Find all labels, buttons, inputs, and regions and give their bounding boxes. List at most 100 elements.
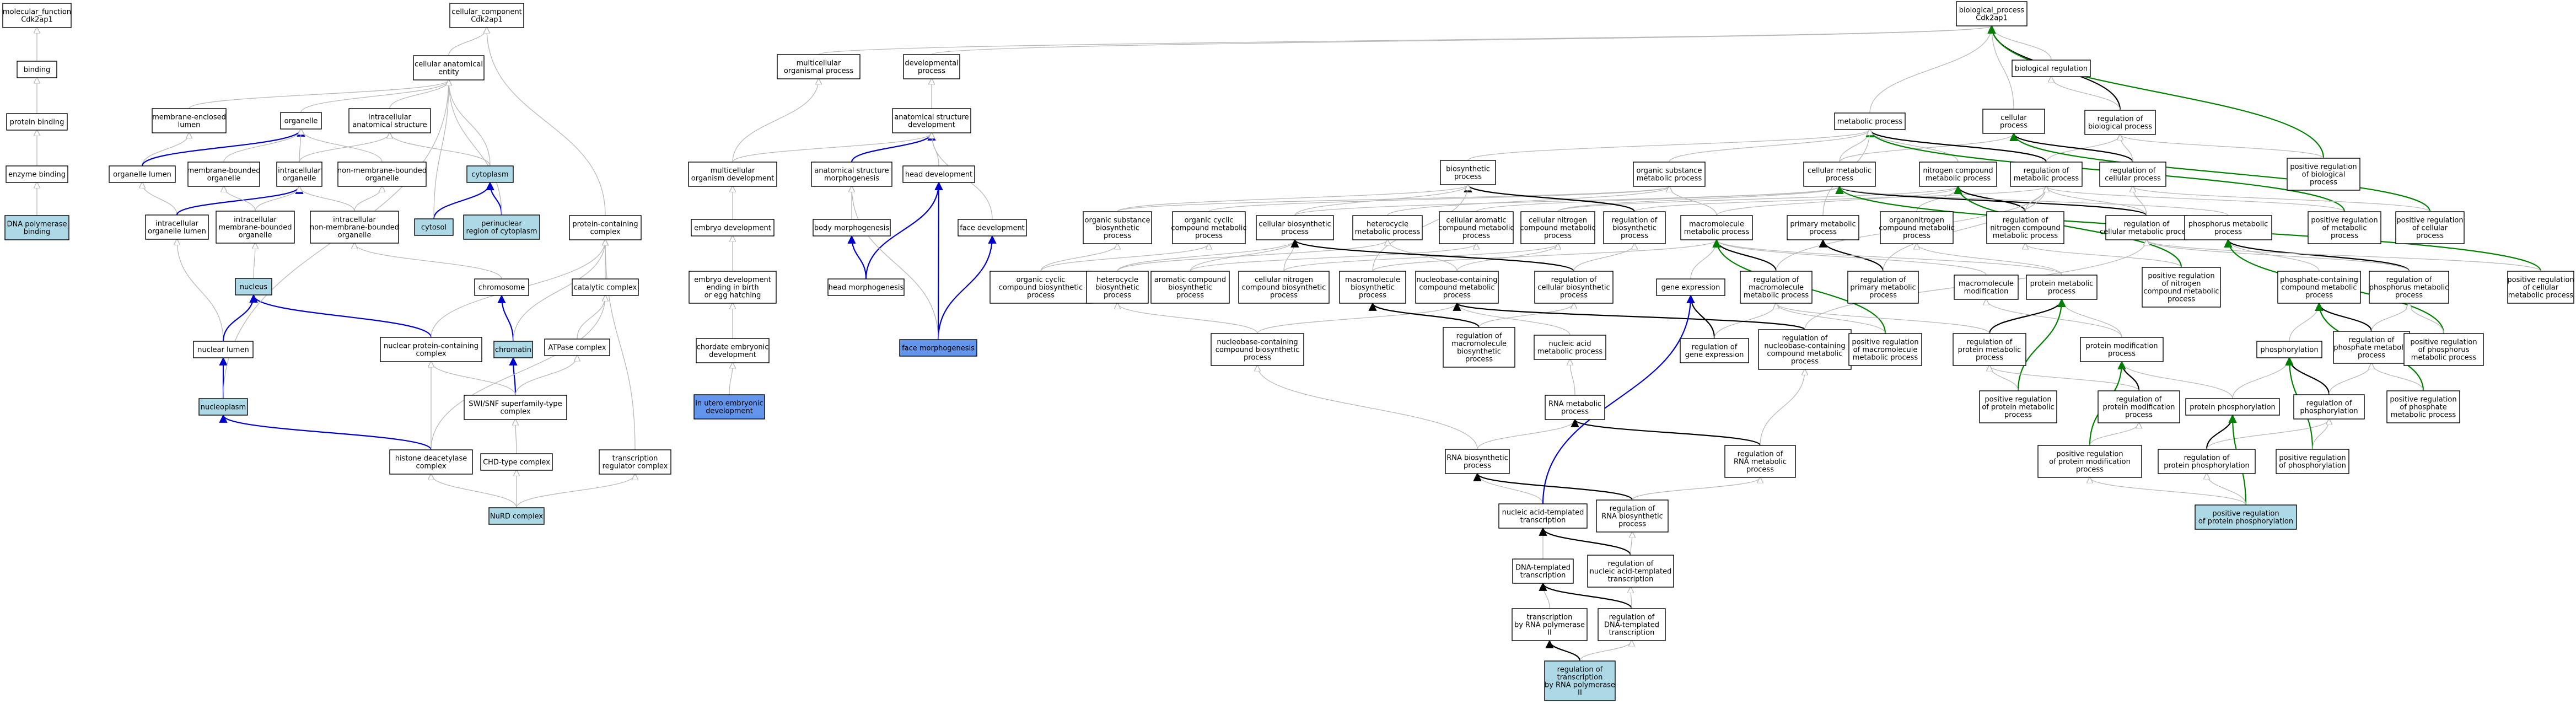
- edge-is-a: [299, 129, 301, 163]
- node-label-line: developmental: [905, 60, 958, 68]
- node-label-line: metabolic process: [2411, 354, 2477, 362]
- node-label-line: molecular_function: [3, 8, 71, 17]
- node-label-line: regulation of: [2098, 115, 2143, 123]
- node-box: [1086, 271, 1149, 304]
- node-catcomplex: catalytic complex: [572, 278, 639, 296]
- edge-is-a: [605, 240, 636, 450]
- node-label-line: protein modification: [2085, 342, 2158, 351]
- node-box: [1680, 338, 1749, 363]
- node-box: [958, 219, 1027, 237]
- node-label-line: process: [1560, 292, 1588, 300]
- node-label-line: positive regulation: [2290, 163, 2357, 171]
- edge-is-a: [2371, 363, 2424, 391]
- node-label-line: heterocycle: [1367, 221, 1408, 229]
- node-box: [2395, 211, 2465, 244]
- node-label-line: process: [2000, 122, 2028, 130]
- edge-is-a: [2289, 303, 2319, 342]
- node-box: [1512, 608, 1588, 641]
- edge-is-a: [448, 28, 487, 56]
- node-box: [280, 112, 322, 130]
- edge-part-of: [433, 181, 494, 219]
- edge-is-a: [1257, 303, 1457, 334]
- node-box: [1986, 211, 2064, 244]
- node-label-line: macromolecule: [1749, 284, 1804, 292]
- node-box: [1656, 278, 1725, 296]
- edge-positively-regulates: [2017, 298, 2066, 391]
- node-box: [777, 54, 861, 79]
- node-chd: CHD-type complex: [480, 453, 553, 471]
- node-label-line: nucleic acid-templated: [1502, 509, 1584, 517]
- node-label-line: process: [2004, 411, 2032, 420]
- node-label-line: regulation of: [2003, 217, 2048, 225]
- edge-regulates: [2224, 239, 2410, 272]
- node-box: [1238, 271, 1330, 304]
- node-label-line: organic substance: [1085, 217, 1150, 225]
- edge-is-a: [299, 133, 390, 163]
- node-box: [216, 211, 295, 244]
- node-box: [1724, 445, 1796, 478]
- node-bioreg: biological regulation: [2012, 60, 2091, 77]
- edge-is-a: [818, 26, 1992, 55]
- edge-is-a: [300, 80, 449, 113]
- edge-is-a: [1283, 244, 1558, 272]
- node-label-line: cellular metabolic process: [2100, 228, 2193, 237]
- node-metproc: metabolic process: [1834, 112, 1906, 130]
- edge-is-a: [1117, 303, 1258, 334]
- node-label-line: protein phosphorylation: [2190, 404, 2276, 412]
- edge-is-a: [2147, 240, 2541, 272]
- node-label-line: compound metabolic: [1879, 224, 1954, 233]
- node-box: [1544, 660, 1616, 701]
- edge-is-a: [1208, 186, 1669, 212]
- node-label-line: phosphate metabolic: [2333, 344, 2409, 352]
- node-label-line: process: [1176, 292, 1204, 300]
- node-box: [1919, 162, 1997, 187]
- node-label-line: nucleobase-containing: [1416, 276, 1497, 284]
- node-box: [2080, 337, 2164, 362]
- node-label-line: organelle: [365, 175, 399, 183]
- edge-is-a: [354, 243, 502, 280]
- node-label-line: chromatin: [495, 346, 531, 354]
- node-box: [1956, 1, 2028, 26]
- node-inmbo: intracellularnon-membrane-boundedorganel…: [310, 211, 399, 244]
- node-box: [463, 214, 540, 240]
- node-label-line: complex: [416, 463, 446, 471]
- node-facemorph: face morphogenesis: [899, 339, 977, 357]
- node-label-line: biosynthetic: [1457, 348, 1501, 356]
- edge-regulates: [2285, 357, 2330, 395]
- node-box: [1953, 333, 2026, 366]
- node-label-line: positive regulation: [2311, 217, 2378, 225]
- node-box: [1534, 271, 1614, 304]
- node-label-line: nuclear protein-containing: [384, 342, 478, 351]
- node-label-line: of cellular: [2412, 224, 2448, 233]
- node-label-line: anatomical structure: [814, 167, 889, 175]
- node-label-line: cellular anatomical: [415, 61, 483, 69]
- node-box: [413, 55, 485, 80]
- node-label-line: process: [2076, 466, 2104, 474]
- edge-regulates: [1453, 302, 1806, 331]
- edge-is-a: [2120, 135, 2133, 163]
- node-box: [2308, 211, 2381, 244]
- node-label-line: process: [1544, 232, 1572, 240]
- node-box: [2084, 110, 2156, 135]
- node-label-line: embryo development: [694, 276, 771, 284]
- node-label-line: heterocycle: [1096, 276, 1138, 284]
- edge-is-a: [1839, 133, 2014, 163]
- node-label-line: process: [2416, 232, 2444, 240]
- node-label-line: of nitrogen: [2161, 280, 2201, 288]
- node-box: [691, 219, 775, 237]
- node-box: [1979, 390, 2057, 423]
